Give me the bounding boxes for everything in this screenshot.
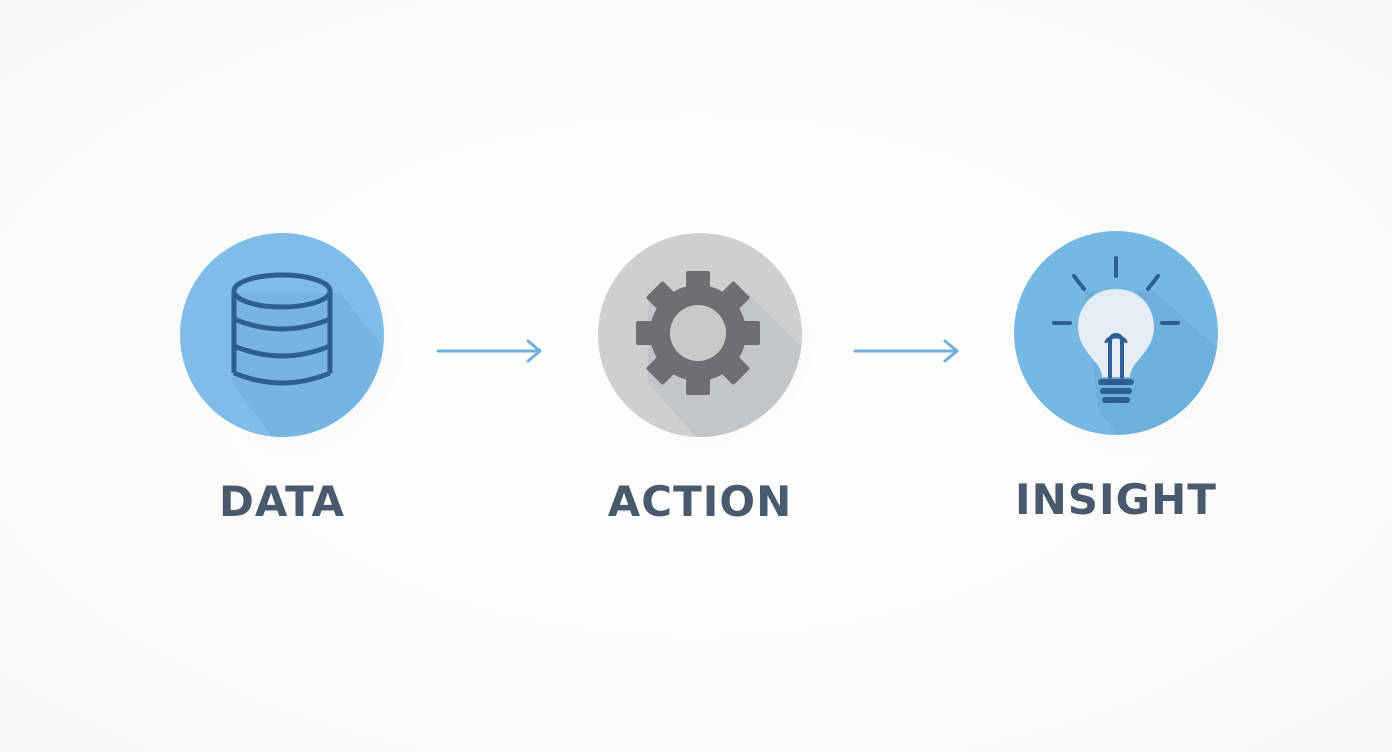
action-circle xyxy=(598,233,802,437)
gear-icon xyxy=(636,271,802,437)
step-data: DATA xyxy=(162,233,410,553)
database-icon xyxy=(231,272,384,437)
arrow-right-icon xyxy=(853,339,959,363)
action-circle-wrap xyxy=(598,233,828,463)
step-label-action: ACTION xyxy=(607,477,793,526)
data-circle-wrap xyxy=(180,233,410,463)
insight-circle-wrap xyxy=(1014,231,1244,461)
step-label-insight: INSIGHT xyxy=(1015,475,1217,524)
arrow-right-icon xyxy=(436,339,542,363)
step-label-data: DATA xyxy=(218,477,345,526)
lightbulb-icon xyxy=(1052,256,1218,435)
step-insight: INSIGHT xyxy=(996,231,1244,551)
data-circle xyxy=(180,233,384,437)
step-action: ACTION xyxy=(580,233,828,553)
insight-circle xyxy=(1014,231,1218,435)
